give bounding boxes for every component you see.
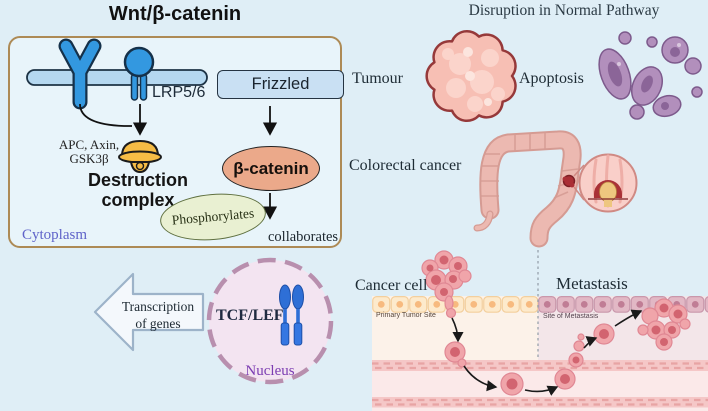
tcf-lef-label: TCF/LEF	[216, 307, 284, 324]
primary-tumor-site-label: Primary Tumor Site	[376, 312, 436, 319]
polyp-magnifier	[578, 153, 638, 213]
migrating-cancer-cells	[444, 323, 615, 396]
vessel-wall-bands	[372, 360, 708, 408]
metastasis-cluster	[637, 298, 691, 351]
apoptosis-illustration	[598, 31, 703, 120]
nucleus-label: Nucleus	[245, 363, 295, 379]
collaborates-label: collaborates	[268, 229, 339, 245]
receptor-connector-line	[79, 103, 132, 127]
pathway-title: Wnt/β-catenin	[108, 3, 242, 25]
nucleus-illustration	[206, 257, 334, 385]
complex-components-label: APC, Axin, GSK3β	[58, 137, 120, 167]
tumour-illustration	[425, 29, 517, 123]
site-of-metastasis-label: Site of Metastasis	[543, 313, 599, 320]
colon-illustration	[473, 130, 638, 248]
epithelium-primary-row	[372, 296, 538, 313]
cytoplasm-label: Cytoplasm	[22, 227, 88, 243]
apoptosis-label: Apoptosis	[519, 70, 584, 87]
cell-membrane	[26, 69, 208, 86]
metastasis-label: Metastasis	[556, 274, 628, 293]
primary-tumor-cluster	[421, 250, 472, 319]
cancer-cell-label: Cancer cell	[355, 277, 428, 294]
transcription-label: Transcription of genes	[121, 299, 195, 331]
lrp56-label: LRP5/6	[152, 84, 206, 101]
tcf-lef-protein-icon	[279, 284, 304, 346]
lrp56-receptor-icon	[123, 46, 155, 101]
beta-catenin-node: β-catenin	[222, 146, 320, 191]
pathway-panel: LRP5/6 Frizzled APC, Axin, GSK3β Destruc…	[8, 36, 344, 248]
destruction-complex-label: Destruction complex	[87, 170, 188, 211]
transcription-arrow-shape	[93, 272, 205, 352]
pathway-graphics	[26, 38, 278, 220]
destruction-complex-icon	[118, 140, 162, 174]
metastasis-illustration	[372, 250, 708, 408]
wnt-receptor-icon	[58, 38, 102, 110]
disruption-title: Disruption in Normal Pathway	[468, 2, 660, 19]
migration-arrows	[451, 309, 643, 396]
colorectal-cancer-label: Colorectal cancer	[349, 157, 462, 174]
tumour-label: Tumour	[352, 70, 403, 87]
frizzled-node: Frizzled	[217, 70, 344, 99]
tumor-spot	[562, 174, 576, 188]
